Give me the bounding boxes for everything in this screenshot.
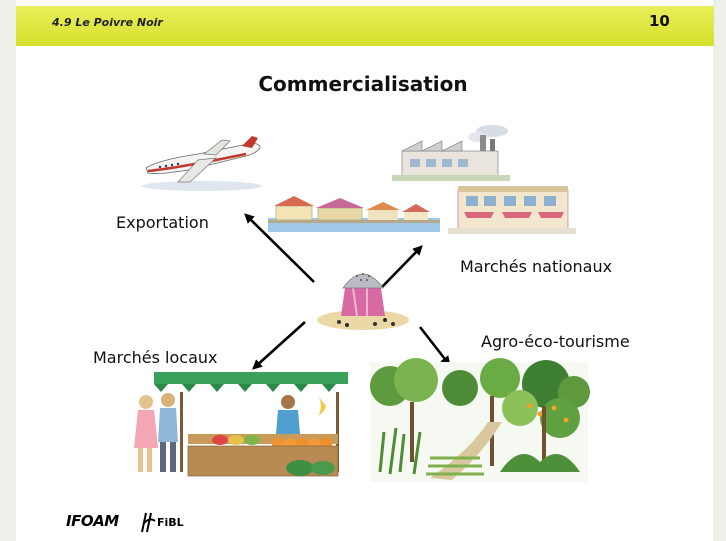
factory-illustration [392,125,510,181]
slide-number: 10 [649,12,670,30]
label-marches-nationaux: Marchés nationaux [460,257,613,276]
airplane-illustration [142,136,262,191]
arrow-export [244,213,315,283]
fruit-stall-illustration [134,372,348,477]
label-marches-locaux: Marchés locaux [93,348,218,367]
label-exportation: Exportation [116,213,209,232]
ifoam-logo: IFOAM [66,512,119,530]
section-label: 4.9 Le Poivre Noir [52,16,163,29]
fibl-logo: FiBL [157,516,184,529]
pepper-shaker-illustration [317,273,409,330]
arrow-national [381,245,423,288]
arrow-local [252,321,306,370]
right-border-strip [713,0,726,541]
left-border-strip [0,0,16,541]
waterfront-market-illustration [268,196,440,232]
header-bar [16,6,714,46]
fibl-logo-mark [141,512,156,533]
arrow-tourism [418,326,451,367]
label-agro-eco-tourisme: Agro-éco-tourisme [481,332,630,351]
garden-illustration [370,358,590,482]
shop-illustration [448,186,576,234]
slide-title: Commercialisation [258,72,468,96]
